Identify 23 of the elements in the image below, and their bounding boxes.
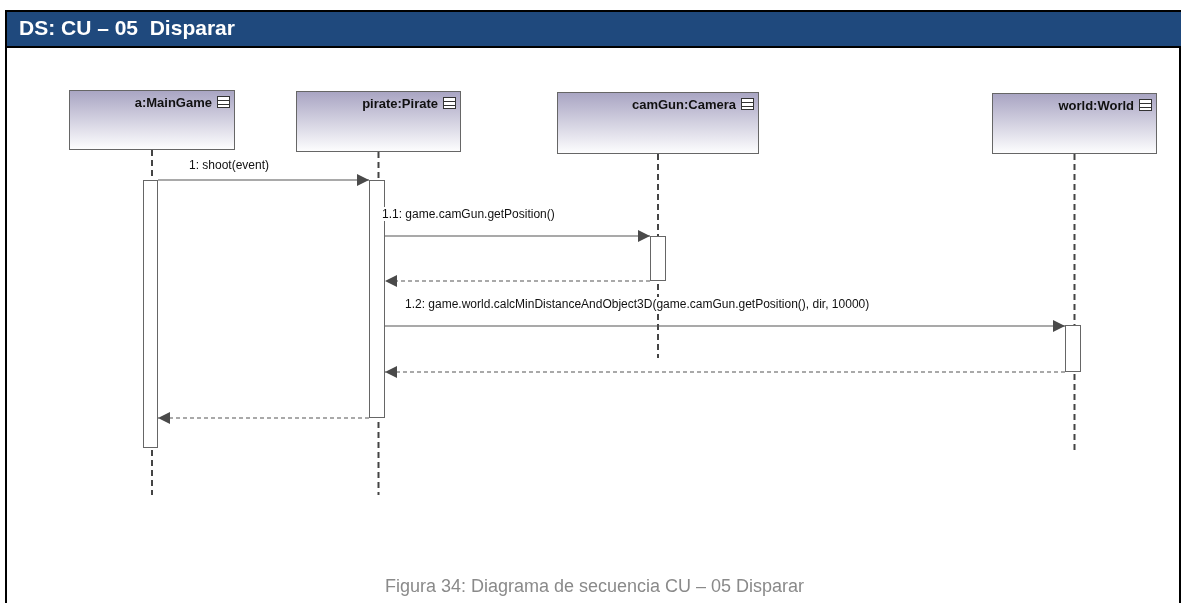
- edge-label: 1.1: game.camGun.getPosition(): [381, 207, 556, 221]
- edge-label: 1: shoot(event): [188, 158, 271, 172]
- diagram-title: DS: CU – 05 Disparar: [19, 16, 235, 40]
- return-arrow: [157, 412, 370, 424]
- object-box: [557, 92, 759, 154]
- return-arrow: [384, 366, 1066, 378]
- activation-bar: [143, 180, 158, 448]
- message-arrow: [384, 320, 1066, 332]
- message-arrow: [384, 230, 651, 242]
- figure-caption: Figura 34: Diagrama de secuencia CU – 05 Disparar: [383, 576, 806, 597]
- edge-label: 1.2: game.world.calcMinDistanceAndObject3D(game.camGun.getPosition(), dir, 10000): [404, 297, 871, 311]
- object-name: pirate:Pirate: [362, 96, 438, 111]
- object-name: a:MainGame: [134, 95, 212, 110]
- object-box: [69, 90, 235, 150]
- activation-bar: [1065, 325, 1081, 372]
- object-box: [992, 93, 1157, 154]
- object-name: camGun:Camera: [631, 97, 736, 112]
- object-name: world:World: [1058, 98, 1134, 113]
- activation-bar: [369, 180, 385, 418]
- return-arrow: [384, 275, 651, 287]
- activation-bar: [650, 236, 666, 281]
- object-box: [296, 91, 461, 152]
- message-arrow: [157, 174, 370, 186]
